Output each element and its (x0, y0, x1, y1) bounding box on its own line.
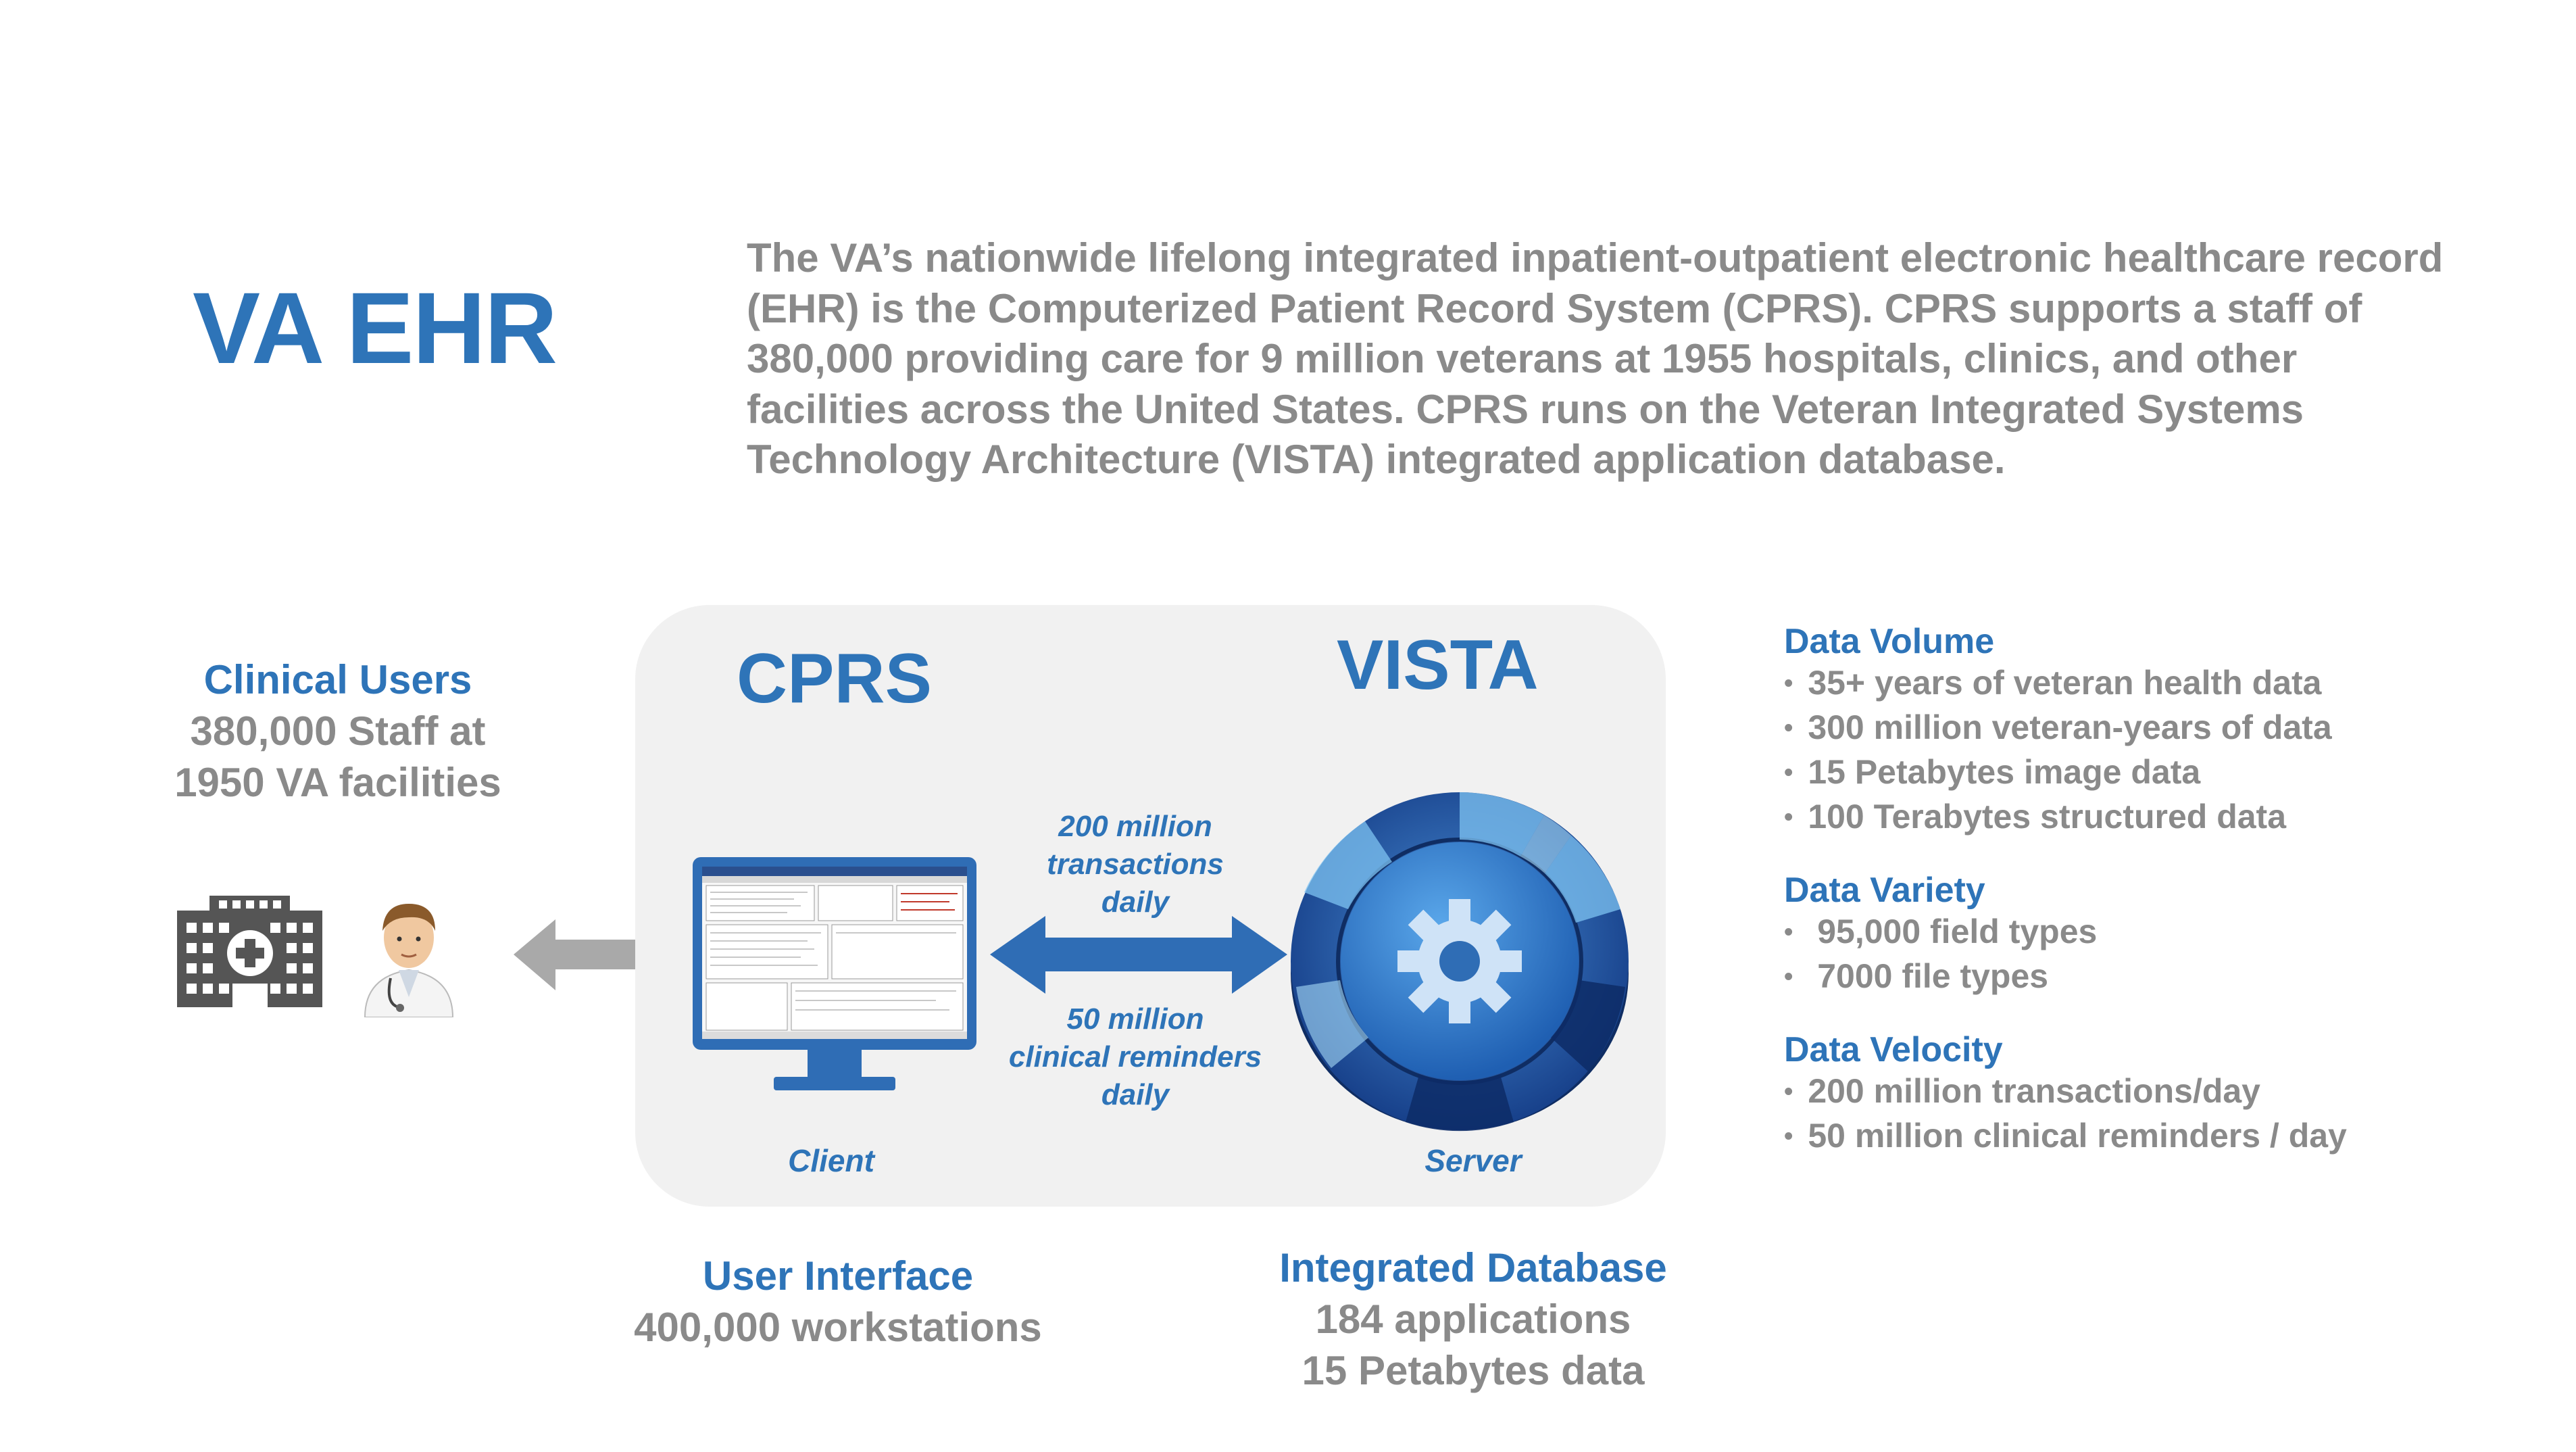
data-velocity-group: Data Velocity 200 million transactions/d… (1784, 1029, 2527, 1160)
stat-item: 15 Petabytes image data (1784, 752, 2527, 796)
reminders-flow-label: 50 million clinical reminders daily (980, 1000, 1291, 1114)
integrated-database-line: 15 Petabytes data (1302, 1348, 1645, 1393)
flow-line: daily (1101, 886, 1170, 919)
integrated-database-heading: Integrated Database (1279, 1245, 1667, 1290)
flow-line: 200 million (1058, 810, 1212, 843)
vista-label: VISTA (1337, 626, 1539, 704)
flow-line: clinical reminders (1008, 1040, 1262, 1073)
clinical-users-heading: Clinical Users (203, 657, 472, 702)
double-arrow-icon (990, 916, 1287, 994)
data-velocity-heading: Data Velocity (1784, 1030, 2003, 1069)
data-variety-group: Data Variety 95,000 field types 7000 fil… (1784, 869, 2527, 1000)
cprs-label: CPRS (737, 639, 932, 718)
integrated-database-line: 184 applications (1315, 1297, 1631, 1342)
clinical-users-caption: Clinical Users 380,000 Staff at 1950 VA … (135, 654, 541, 808)
stat-item: 35+ years of veteran health data (1784, 662, 2527, 707)
stat-item: 300 million veteran-years of data (1784, 707, 2527, 752)
stat-item: 100 Terabytes structured data (1784, 796, 2527, 841)
clinical-users-line: 1950 VA facilities (174, 760, 501, 805)
data-stats: Data Volume 35+ years of veteran health … (1784, 621, 2527, 1188)
data-variety-heading: Data Variety (1784, 871, 1985, 910)
intro-paragraph: The VA’s nationwide lifelong integrated … (747, 235, 2444, 482)
stat-item: 200 million transactions/day (1784, 1071, 2527, 1115)
stat-item: 95,000 field types (1784, 911, 2527, 956)
flow-line: transactions (1047, 848, 1224, 881)
stat-item: 50 million clinical reminders / day (1784, 1115, 2527, 1160)
flow-line: daily (1101, 1078, 1170, 1111)
user-interface-caption: User Interface 400,000 workstations (601, 1251, 1074, 1353)
flow-line: 50 million (1066, 1002, 1204, 1036)
client-role-label: Client (788, 1143, 874, 1178)
user-interface-heading: User Interface (702, 1253, 974, 1299)
workstation-monitor-icon (693, 857, 976, 1090)
stat-item: 7000 file types (1784, 956, 2527, 1000)
integrated-database-caption: Integrated Database 184 applications 15 … (1237, 1242, 1710, 1397)
server-role-label: Server (1425, 1143, 1522, 1178)
doctor-icon (364, 904, 454, 1017)
data-volume-group: Data Volume 35+ years of veteran health … (1784, 621, 2527, 841)
data-volume-heading: Data Volume (1784, 622, 1995, 661)
user-interface-line: 400,000 workstations (634, 1305, 1042, 1350)
double-arrow-icon (514, 919, 699, 990)
page-title: VA EHR (193, 271, 558, 385)
transactions-flow-label: 200 million transactions daily (980, 808, 1291, 921)
clinical-users-line: 380,000 Staff at (190, 708, 486, 754)
hospital-icon (177, 896, 322, 1007)
database-gear-icon (1291, 792, 1629, 1132)
